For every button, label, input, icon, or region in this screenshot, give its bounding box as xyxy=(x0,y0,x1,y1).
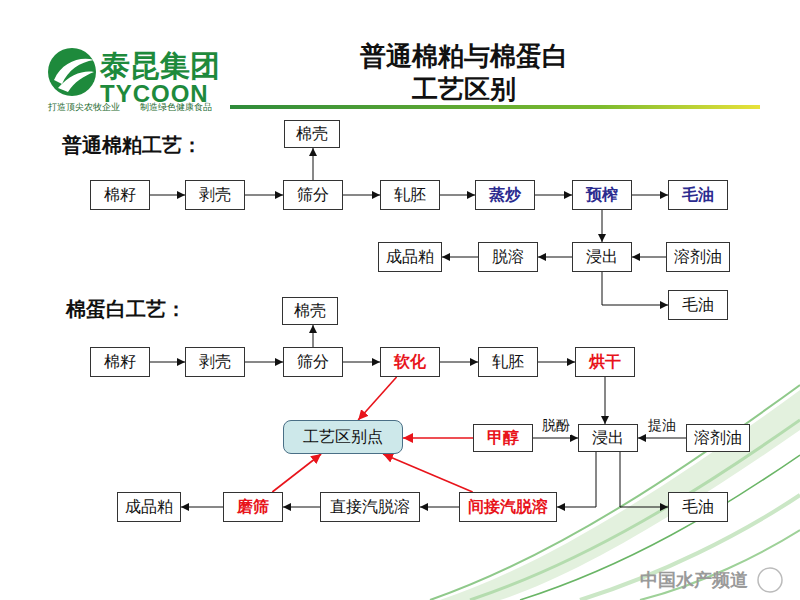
tagline: 打造顶尖农牧企业 xyxy=(48,101,120,114)
box-label: 轧胚 xyxy=(492,353,524,371)
process-box: 毛油 xyxy=(668,492,728,522)
box-label: 预榨 xyxy=(586,186,618,204)
process-box: 棉籽 xyxy=(90,347,150,377)
highlight-arrow xyxy=(358,377,396,420)
box-label: 棉壳 xyxy=(296,125,328,143)
flow-arrow xyxy=(245,362,283,363)
flow-arrow xyxy=(181,507,223,508)
process-box: 浸出 xyxy=(578,424,638,452)
process-box: 甲醇 xyxy=(473,424,533,452)
process-box: 棉壳 xyxy=(282,297,338,325)
flow-arrow xyxy=(245,195,283,196)
process-box: 成品粕 xyxy=(378,242,442,272)
box-label: 筛分 xyxy=(297,186,329,204)
section-heading: 普通棉粕工艺： xyxy=(62,132,202,159)
box-label: 毛油 xyxy=(682,498,714,516)
green-swoosh xyxy=(430,385,800,600)
edge-label: 脱酚 xyxy=(541,417,571,435)
box-label: 浸出 xyxy=(586,248,618,266)
process-box: 脱溶 xyxy=(478,242,538,272)
section-heading: 棉蛋白工艺： xyxy=(66,296,186,323)
flow-arrow xyxy=(150,195,185,196)
box-label: 毛油 xyxy=(682,186,714,204)
flow-arrow xyxy=(283,507,320,508)
flow-arrow xyxy=(343,362,380,363)
flow-arrow xyxy=(620,452,668,507)
logo-mark xyxy=(48,48,96,96)
flow-arrow xyxy=(440,195,475,196)
highlight-arrow xyxy=(403,437,473,439)
process-box: 溶剂油 xyxy=(686,424,750,452)
highlight-arrow xyxy=(272,454,321,492)
process-box: 浸出 xyxy=(572,242,632,272)
process-box: 筛分 xyxy=(283,180,343,210)
box-label: 烘干 xyxy=(589,353,621,371)
box-label: 剥壳 xyxy=(199,186,231,204)
box-label: 磨筛 xyxy=(237,498,269,516)
box-label: 脱溶 xyxy=(492,248,524,266)
process-box: 软化 xyxy=(380,347,440,377)
process-box: 烘干 xyxy=(575,347,635,377)
process-box: 间接汽脱溶 xyxy=(459,492,557,522)
flow-arrow xyxy=(533,438,578,439)
flow-arrow xyxy=(632,195,668,196)
process-box: 磨筛 xyxy=(223,492,283,522)
process-box: 筛分 xyxy=(283,347,343,377)
process-box: 剥壳 xyxy=(185,180,245,210)
box-label: 间接汽脱溶 xyxy=(468,498,548,516)
flow-arrow xyxy=(150,362,185,363)
flow-arrow xyxy=(442,257,478,258)
flow-arrow xyxy=(557,452,596,507)
box-label: 工艺区别点 xyxy=(303,428,383,446)
box-label: 棉壳 xyxy=(294,302,326,320)
flow-arrow xyxy=(605,377,606,424)
process-box: 直接汽脱溶 xyxy=(320,492,420,522)
flow-arrow xyxy=(632,257,666,258)
process-box: 棉壳 xyxy=(284,120,340,148)
box-label: 软化 xyxy=(394,353,426,371)
header-rule xyxy=(230,105,760,109)
box-label: 溶剂油 xyxy=(694,429,742,447)
process-box: 预榨 xyxy=(572,180,632,210)
process-box: 轧胚 xyxy=(478,347,538,377)
process-box: 毛油 xyxy=(668,180,728,210)
tagline: 制造绿色健康食品 xyxy=(140,101,212,114)
box-label: 蒸炒 xyxy=(489,186,521,204)
process-box: 毛油 xyxy=(668,290,728,320)
flow-arrow xyxy=(602,272,668,305)
watermark: 中国水产频道 xyxy=(640,568,748,592)
box-label: 成品粕 xyxy=(386,248,434,266)
highlight-box: 工艺区别点 xyxy=(283,420,403,454)
flow-arrow xyxy=(313,148,314,180)
box-label: 棉籽 xyxy=(104,186,136,204)
box-label: 棉籽 xyxy=(104,353,136,371)
slide-title: 普通棉粕与棉蛋白 工艺区别 xyxy=(355,40,573,105)
flow-arrow xyxy=(538,257,572,258)
box-label: 筛分 xyxy=(297,353,329,371)
process-box: 轧胚 xyxy=(380,180,440,210)
process-box: 溶剂油 xyxy=(666,242,730,272)
box-label: 浸出 xyxy=(592,429,624,447)
flow-arrow xyxy=(538,362,575,363)
edge-label: 提油 xyxy=(647,417,677,435)
flow-arrow xyxy=(343,195,380,196)
flow-arrow xyxy=(420,507,459,508)
box-label: 甲醇 xyxy=(487,429,519,447)
flow-arrow xyxy=(313,325,314,347)
flow-arrow xyxy=(440,362,478,363)
process-box: 棉籽 xyxy=(90,180,150,210)
process-box: 剥壳 xyxy=(185,347,245,377)
box-label: 剥壳 xyxy=(199,353,231,371)
box-label: 成品粕 xyxy=(125,498,173,516)
highlight-arrow xyxy=(383,454,473,492)
flow-arrow xyxy=(602,210,603,242)
box-label: 轧胚 xyxy=(394,186,426,204)
process-box: 成品粕 xyxy=(117,492,181,522)
box-label: 溶剂油 xyxy=(674,248,722,266)
box-label: 毛油 xyxy=(682,296,714,314)
flow-arrow xyxy=(638,438,686,439)
box-label: 直接汽脱溶 xyxy=(330,498,410,516)
process-box: 蒸炒 xyxy=(475,180,535,210)
flow-arrow xyxy=(535,195,572,196)
